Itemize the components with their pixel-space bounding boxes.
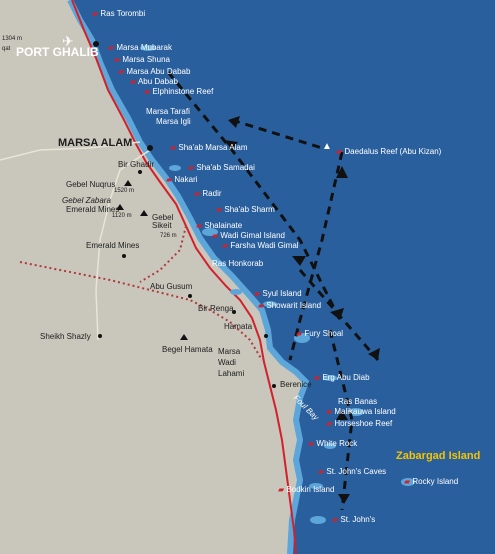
- dive-flag-icon: ▰: [326, 419, 333, 428]
- dive-site-elphinstone-reef: ▰ Elphinstone Reef: [144, 87, 214, 96]
- dive-flag-icon: ▰: [258, 301, 265, 310]
- dive-site-marsa-tarafi: Marsa Tarafi: [146, 107, 190, 116]
- dive-flag-icon: ▰: [318, 467, 325, 476]
- land-mass: [0, 0, 306, 554]
- dive-site-fury-shoal: ▰ Fury Shoal: [296, 329, 344, 338]
- town-hamata: Hamata: [224, 322, 253, 331]
- dive-flag-icon: ▰: [336, 147, 343, 156]
- elevation-label: 1304 m: [2, 36, 23, 42]
- town-bir-ghadir: Bir Ghadir: [118, 160, 155, 169]
- dive-flag-icon: ▰: [404, 477, 411, 486]
- dive-site-daedalus-reef: ▰ Daedalus Reef (Abu Kizan): [336, 147, 442, 156]
- dive-flag-icon: ▰: [296, 329, 303, 338]
- town-dots: [93, 41, 276, 388]
- dive-flag-icon: ▰: [92, 9, 99, 18]
- dive-site-ras-banas: Ras Banas: [338, 397, 378, 406]
- dive-flag-icon: ▰: [332, 515, 339, 524]
- dive-flag-icon: ▰: [326, 407, 333, 416]
- dive-flag-icon: ▰: [108, 43, 115, 52]
- dive-site-bodkin-island: ▰ Bodkin Island: [278, 485, 335, 494]
- dive-flag-icon: ▰: [144, 87, 151, 96]
- islands: [140, 45, 415, 524]
- dive-site-malikauwa-island: ▰ Malikauwa Island: [326, 407, 396, 416]
- mountain-begel-hamata: Begel Hamata: [162, 345, 213, 354]
- dive-site-wadi-gimal-island: ▰ Wadi Gimal Island: [212, 231, 286, 240]
- dive-flag-icon: ▰: [166, 175, 173, 184]
- elevation-sikeit: 726 m: [160, 233, 177, 239]
- elevation-nuqrus: 1520 m: [114, 188, 135, 194]
- dive-site-farsha-wadi-gimal: ▰ Farsha Wadi Gimal: [222, 241, 299, 250]
- dive-flag-icon: ▰: [222, 241, 229, 250]
- dive-site-horseshoe-reef: ▰ Horseshoe Reef: [326, 419, 393, 428]
- dive-flag-icon: ▰: [196, 221, 203, 230]
- airport-abbr: qat: [2, 46, 11, 52]
- dive-site-abu-dabab: ▰ Abu Dabab: [130, 77, 178, 86]
- mountain-gebel-zabara: Gebel Zabara: [62, 196, 111, 205]
- dive-site-showarit-island: ▰ Showarit Island: [258, 301, 322, 310]
- dive-flag-icon: ▰: [194, 189, 201, 198]
- dive-site-shaab-marsa-alam: ▰ Sha'ab Marsa Alam: [170, 143, 248, 152]
- dive-flag-icon: ▰: [188, 163, 195, 172]
- lighthouse-icon: ▲: [322, 141, 332, 152]
- mountain-marsa-wadi-lahami: Marsa Wadi Lahami: [218, 347, 245, 378]
- dive-site-shalainate: ▰ Shalainate: [196, 221, 243, 230]
- dive-site-rocky-island: ▰ Rocky Island: [404, 477, 459, 486]
- dive-site-marsa-mubarak: ▰ Marsa Mubarak: [108, 43, 172, 52]
- coastal-road: [71, 0, 297, 554]
- dive-flag-icon: ▰: [212, 231, 219, 240]
- mountain-peaks: [116, 180, 188, 340]
- town-emerald-mines: Emerald Mines: [86, 241, 140, 250]
- dive-flag-icon: ▰: [130, 77, 137, 86]
- airport-icon: ✈: [62, 33, 74, 49]
- elevation-zabara: 1120 m: [112, 213, 132, 219]
- dive-site-nakari: ▰ Nakari: [166, 175, 198, 184]
- dive-site-syul-island: ▰ Syul Island: [254, 289, 302, 298]
- dive-flag-icon: ▰: [114, 55, 121, 64]
- town-bir-renga: Bir Renga: [198, 304, 234, 313]
- dive-site-shaab-samadai: ▰ Sha'ab Samadai: [188, 163, 255, 172]
- dive-flag-icon: ▰: [308, 439, 315, 448]
- dive-site-radir: ▰ Radir: [194, 189, 222, 198]
- dive-flag-icon: ▰: [170, 143, 177, 152]
- mountain-gebel-nuqrus: Gebel Nuqrus: [66, 180, 116, 189]
- dive-site-marsa-igli: Marsa Igli: [156, 117, 191, 126]
- dive-site-white-rock: ▰ White Rock: [308, 439, 358, 448]
- zabargad-island-label: Zabargad Island: [396, 450, 481, 462]
- route-arrows: [224, 116, 380, 504]
- dive-flag-icon: ▰: [278, 485, 285, 494]
- coastal-reef: [67, 0, 309, 554]
- dive-flag-icon: ▰: [216, 205, 223, 214]
- dive-flag-icon: ▰: [118, 67, 125, 76]
- dive-site-marsa-shuna: ▰ Marsa Shuna: [114, 55, 170, 64]
- dive-site-ras-torombi: ▰ Ras Torombi: [92, 9, 146, 18]
- dive-site-st-johns: ▰ St. John's: [332, 515, 376, 524]
- town-berenice: Berenice: [280, 380, 312, 389]
- dive-flag-icon: ▰: [254, 289, 261, 298]
- dive-site-erg-abu-diab: ▰ Erg Abu Diab: [314, 373, 370, 382]
- town-port-ghalib: PORT GHALIB: [16, 45, 99, 59]
- mountain-emerald-mines: Emerald Mines: [66, 205, 120, 214]
- dive-flag-icon: ▰: [314, 373, 321, 382]
- town-sheikh-shazly: Sheikh Shazly: [40, 332, 91, 341]
- secondary-road: [0, 141, 151, 341]
- dive-site-shaab-sharm: ▰ Sha'ab Sharm: [216, 205, 275, 214]
- dive-site-marsa-abu-dabab: ▰ Marsa Abu Dabab: [118, 67, 191, 76]
- town-abu-gusum: Abu Gusum: [150, 282, 193, 291]
- mountain-gebel-sikeit: Gebel Sikeit: [152, 213, 174, 230]
- dive-site-st-johns-caves: ▰ St. John's Caves: [318, 467, 387, 476]
- dive-site-ras-honkorab: Ras Honkorab: [212, 259, 264, 268]
- town-marsa-alam: MARSA ALAM: [58, 137, 133, 149]
